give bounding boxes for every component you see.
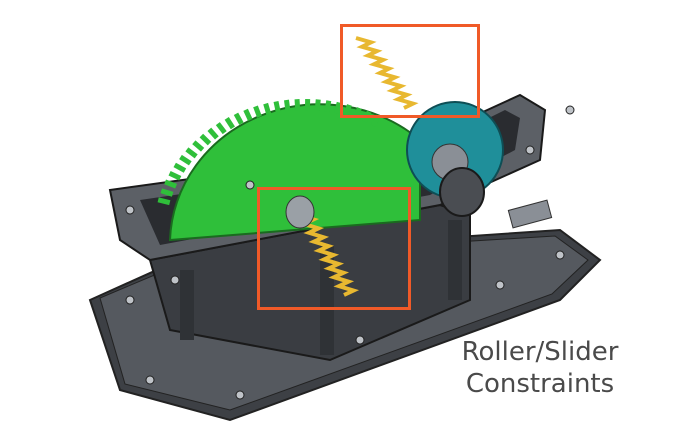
gear-tooth <box>192 140 205 152</box>
housing-rib <box>180 270 194 340</box>
gear-tooth <box>185 147 198 159</box>
caption-line-2: Constraints <box>465 369 615 399</box>
highlight-box-top <box>340 24 480 118</box>
caption-line-1: Roller/Slider <box>461 337 619 367</box>
gear-tooth <box>160 188 174 197</box>
bolt-head <box>245 180 255 190</box>
gear-tooth <box>215 122 227 135</box>
gear-tooth <box>334 101 342 114</box>
gear-tooth <box>283 99 291 112</box>
bolts <box>125 105 575 400</box>
gear-tooth <box>253 105 262 118</box>
highlight-box-bottom <box>257 187 411 310</box>
gear-tooth <box>233 112 244 125</box>
gear-tooth <box>168 170 182 181</box>
gear-tooth <box>314 99 321 111</box>
bolt-head <box>565 105 575 115</box>
bearing-cap <box>439 167 485 217</box>
gear-tooth <box>294 99 301 111</box>
gear-tooth <box>179 154 192 166</box>
gear-tooth <box>164 179 178 189</box>
bolt-head <box>555 250 565 260</box>
bolt-head <box>170 275 180 285</box>
small-gear <box>406 101 504 199</box>
bolt-head <box>125 295 135 305</box>
bolt-head <box>235 390 245 400</box>
gear-tooth <box>207 127 219 140</box>
caption: Roller/Slider Constraints <box>420 336 660 400</box>
bolt-head <box>355 335 365 345</box>
gear-tooth <box>343 104 352 117</box>
shaft-hub <box>285 195 315 229</box>
gear-tooth <box>157 197 171 206</box>
housing-rib <box>320 245 334 355</box>
gear-tooth <box>199 133 212 146</box>
bolt-head <box>145 375 155 385</box>
gear-tooth <box>273 100 281 113</box>
gear-tooth <box>173 162 187 173</box>
slider-constraint-spring <box>298 213 360 297</box>
gear-tooth <box>324 100 332 112</box>
bolt-head <box>525 145 535 155</box>
bolt-head <box>495 280 505 290</box>
gear-tooth <box>243 108 253 121</box>
roller-constraint-spring <box>355 36 419 110</box>
gear-tooth <box>224 117 235 130</box>
gear-tooth <box>263 102 272 115</box>
housing-rib <box>448 220 462 300</box>
output-shaft <box>507 199 553 229</box>
bolt-head <box>125 205 135 215</box>
